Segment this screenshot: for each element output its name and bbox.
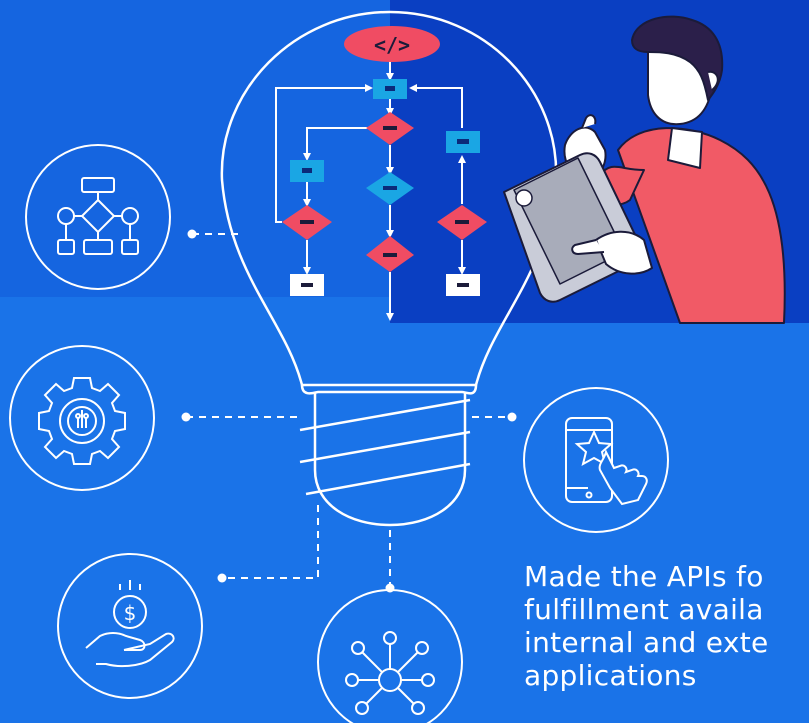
person-holding-hand xyxy=(595,230,653,275)
hand-coin-icon: $ xyxy=(57,553,203,699)
person-illustration xyxy=(503,15,786,324)
thread-line-1 xyxy=(299,398,471,432)
mobile-star-tap-icon xyxy=(523,387,669,533)
flowchart: </> xyxy=(275,26,487,321)
person-shirt xyxy=(617,127,786,324)
thread-line-3 xyxy=(305,462,471,496)
gear-circuit-icon xyxy=(9,345,155,491)
bulb-base xyxy=(313,392,467,527)
connector-lines xyxy=(186,233,512,588)
workflow-diagram-icon xyxy=(25,144,171,290)
top-left-panel xyxy=(0,0,390,297)
thread-line-2 xyxy=(299,430,471,464)
code-badge-label: </> xyxy=(374,33,410,57)
caption-line: Made the APIs fo xyxy=(524,560,764,593)
caption-line: applications xyxy=(524,659,697,692)
person-hair xyxy=(631,15,724,101)
bulb-neck xyxy=(300,384,478,395)
caption-line: internal and exte xyxy=(524,626,769,659)
svg-text:$: $ xyxy=(124,601,137,625)
code-badge: </> xyxy=(344,26,440,62)
caption-line: fulfillment availa xyxy=(524,593,764,626)
caption-text: Made the APIs fo fulfillment availa inte… xyxy=(524,560,809,692)
network-hub-icon xyxy=(317,589,463,723)
